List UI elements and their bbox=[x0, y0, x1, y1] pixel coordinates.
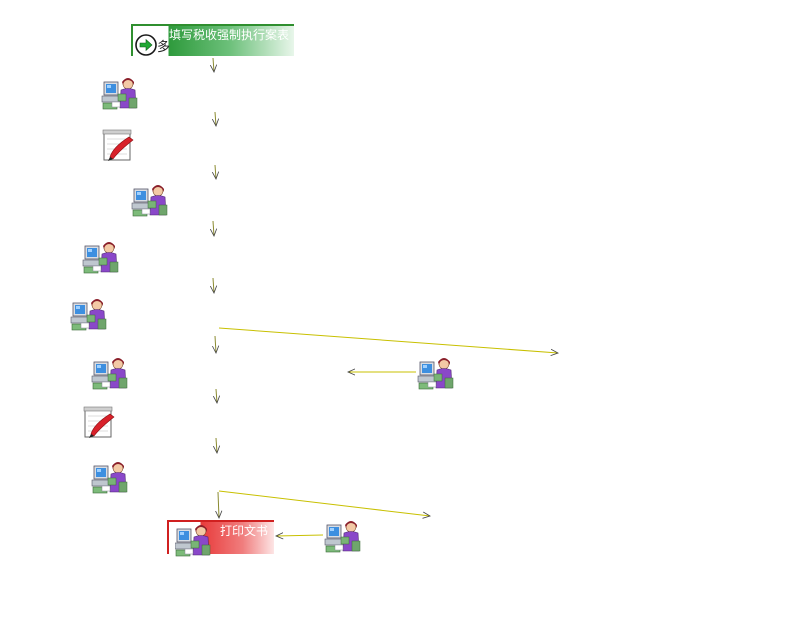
end-node[interactable]: 打印文书 bbox=[167, 520, 274, 557]
step-3-operator-icon[interactable] bbox=[131, 184, 168, 217]
side-node-lower-operator-icon[interactable] bbox=[324, 520, 361, 553]
connector-1 bbox=[213, 57, 214, 72]
main-flow-connectors bbox=[213, 57, 219, 518]
connector-4 bbox=[213, 220, 214, 236]
side-node-upper-operator-icon[interactable] bbox=[417, 357, 454, 390]
branch-connector-lower bbox=[218, 490, 430, 516]
step-4-operator-icon[interactable] bbox=[82, 241, 119, 274]
start-node-label: 填写税收强制执行案表 bbox=[169, 28, 290, 42]
start-node[interactable]: 多 填写税收强制执行案表 bbox=[131, 24, 294, 56]
connector-5 bbox=[213, 277, 214, 293]
end-node-operator-icon bbox=[175, 524, 211, 557]
step-8-operator-icon[interactable] bbox=[91, 461, 128, 494]
connector-8 bbox=[216, 437, 217, 453]
connector-6 bbox=[215, 335, 216, 353]
connector-7 bbox=[216, 388, 217, 403]
connector-3 bbox=[215, 164, 216, 179]
green-arrow-go-icon bbox=[135, 34, 157, 56]
branch-connectors bbox=[218, 327, 558, 536]
step-2-notepad-pen-icon[interactable] bbox=[102, 129, 134, 162]
side-connector-lower bbox=[276, 535, 324, 536]
step-5-operator-icon[interactable] bbox=[70, 298, 107, 331]
branch-connector-upper bbox=[218, 327, 558, 353]
step-1-operator-icon[interactable] bbox=[101, 77, 138, 110]
step-7-notepad-pen-icon[interactable] bbox=[83, 406, 115, 439]
start-node-fragment-text: 多 bbox=[157, 40, 171, 55]
connector-9 bbox=[218, 491, 219, 518]
connector-2 bbox=[215, 111, 216, 126]
step-6-operator-icon[interactable] bbox=[91, 357, 128, 390]
end-node-label: 打印文书 bbox=[219, 524, 268, 538]
